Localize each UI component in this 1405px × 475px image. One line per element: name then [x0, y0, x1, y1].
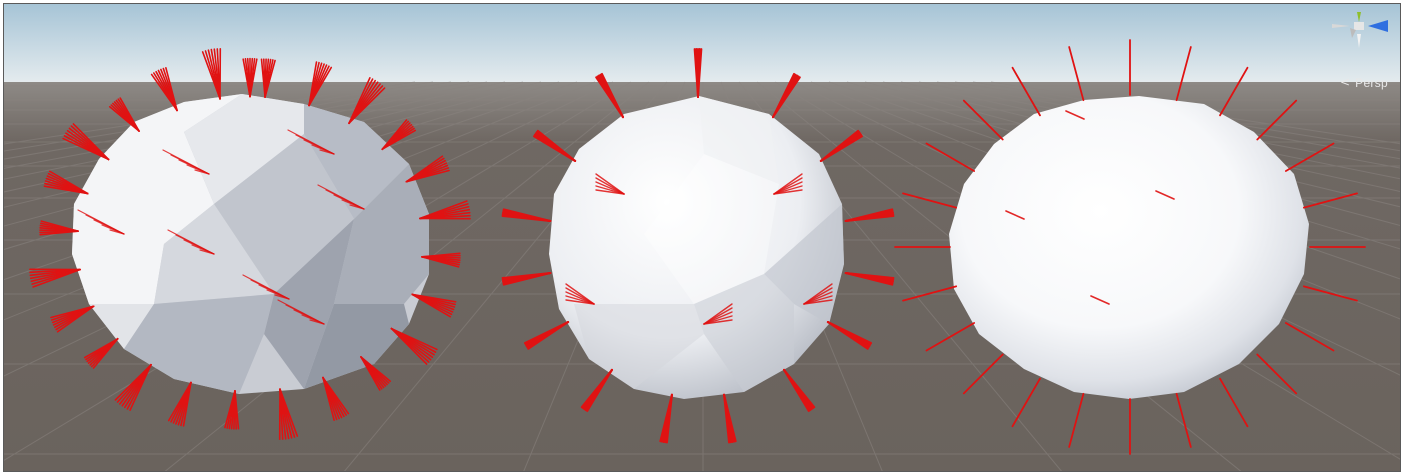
flat-shaded-sphere[interactable]	[72, 94, 429, 394]
gizmo-y-axis-icon	[1357, 12, 1361, 22]
gizmo-neg-y-icon	[1357, 34, 1361, 48]
scene-viewport[interactable]: < Persp	[3, 3, 1401, 472]
scene-orientation-gizmo[interactable]	[1324, 8, 1394, 60]
left-chevron-icon[interactable]: <	[1340, 75, 1350, 89]
projection-toggle-label[interactable]: Persp	[1355, 76, 1388, 90]
gizmo-x-axis-icon	[1332, 24, 1350, 28]
gizmo-z-axis-icon	[1368, 20, 1388, 32]
gizmo-center-icon	[1354, 22, 1364, 30]
partially-smoothed-sphere[interactable]	[549, 96, 844, 399]
scene-view[interactable]	[4, 4, 1401, 472]
